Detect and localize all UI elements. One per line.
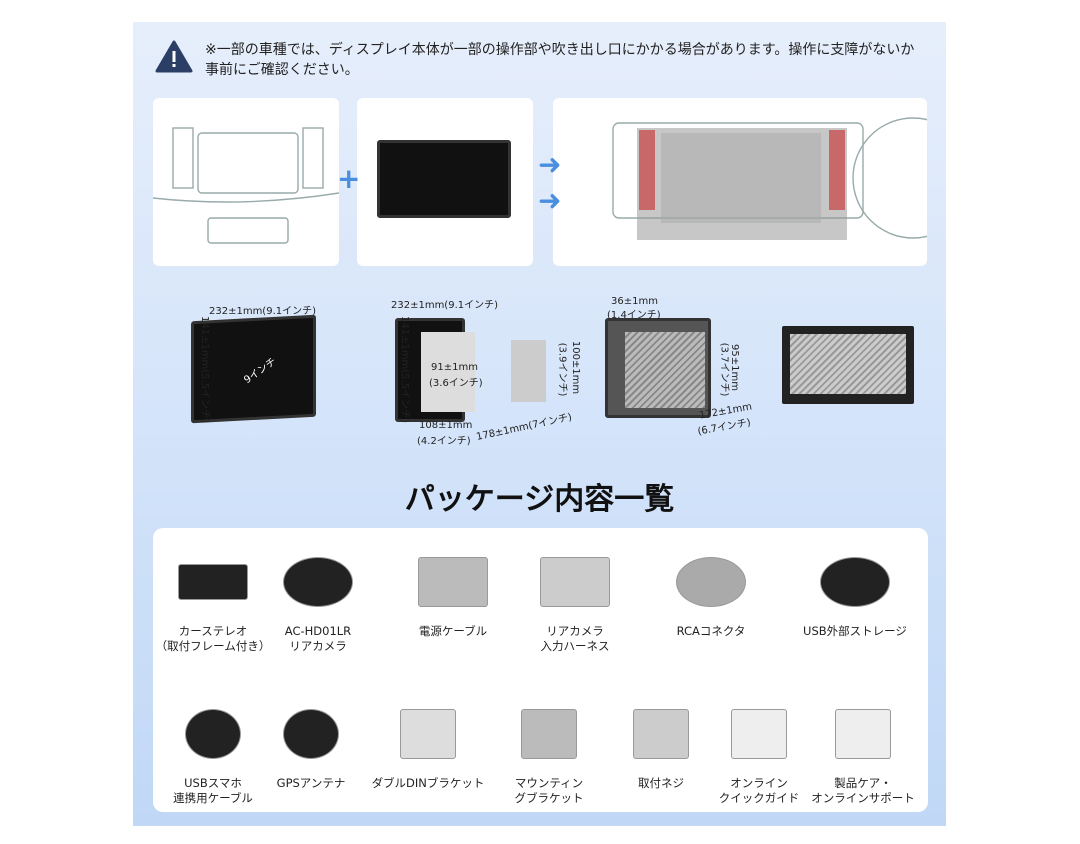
item-label-2: 連携用ケーブル	[173, 791, 253, 805]
product-infographic: ※一部の車種では、ディスプレイ本体が一部の操作部や吹き出し口にかかる場合がありま…	[133, 22, 946, 826]
front-width-label: 232±1mm(9.1インチ)	[209, 306, 317, 317]
camera-harness-image	[515, 548, 635, 616]
head-unit-photo	[357, 98, 533, 266]
plus-icon: +	[337, 162, 361, 195]
package-item-power-cable: 電源ケーブル	[393, 548, 513, 639]
package-item-car-stereo: カーステレオ（取付フレーム付き）	[153, 548, 273, 654]
warning-triangle-icon	[155, 40, 193, 73]
arrow-right-icon: ➜	[538, 184, 562, 217]
rca-connector-image	[651, 548, 771, 616]
dashboard-before	[153, 98, 339, 266]
notice: ※一部の車種では、ディスプレイ本体が一部の操作部や吹き出し口にかかる場合がありま…	[155, 40, 925, 80]
item-label: オンライン	[730, 776, 788, 790]
side-bottom-label: 108±1mm	[419, 420, 473, 431]
front-height-label: 141±1mm(5.5インチ)	[199, 315, 211, 424]
car-stereo-image	[153, 548, 273, 616]
care-support-image	[803, 700, 923, 768]
package-item-usb-storage: USB外部ストレージ	[795, 548, 915, 639]
mounting-bracket-image	[489, 700, 609, 768]
side-height-label: 141±1mm(5.5インチ)	[399, 315, 411, 424]
dashboard-after	[553, 98, 927, 266]
package-item-screws: 取付ネジ	[601, 700, 721, 791]
item-label: AC-HD01LR	[284, 624, 352, 638]
package-item-mounting-bracket: マウンティングブラケット	[489, 700, 609, 806]
side-depth-label-2: (3.9インチ)	[556, 342, 568, 397]
item-label: 取付ネジ	[638, 776, 684, 790]
rear-camera-image	[258, 548, 378, 616]
item-label: 製品ケア・	[834, 776, 892, 790]
side-inner-label: 91±1mm	[431, 362, 478, 373]
package-item-usb-cable: USBスマホ連携用ケーブル	[153, 700, 273, 806]
arrow-right-icon: ➜	[538, 148, 562, 181]
item-label-2: オンラインサポート	[811, 791, 915, 805]
gps-antenna-image	[251, 700, 371, 768]
dashboard-installed-illustration	[612, 117, 927, 240]
item-label-2: クイックガイド	[718, 791, 800, 805]
item-label: ダブルDINブラケット	[371, 776, 485, 790]
package-item-rca-connector: RCAコネクタ	[651, 548, 771, 639]
usb-cable-image	[153, 700, 273, 768]
side-width-label: 232±1mm(9.1インチ)	[391, 300, 499, 311]
back-top-label-2: (1.4インチ)	[607, 310, 661, 321]
usb-storage-image	[795, 548, 915, 616]
item-label-2: （取付フレーム付き）	[155, 639, 271, 653]
screws-image	[601, 700, 721, 768]
package-item-camera-harness: リアカメラ入力ハーネス	[515, 548, 635, 654]
side-depth-label: 100±1mm	[570, 340, 582, 395]
package-item-care-support: 製品ケア・オンラインサポート	[803, 700, 923, 806]
package-item-gps-antenna: GPSアンテナ	[251, 700, 371, 791]
package-item-quick-guide: オンラインクイックガイド	[699, 700, 819, 806]
item-label: カーステレオ	[178, 624, 248, 638]
item-label: USB外部ストレージ	[803, 624, 907, 638]
power-cable-image	[393, 548, 513, 616]
item-label: USBスマホ	[184, 776, 242, 790]
item-label: マウンティン	[514, 776, 584, 790]
item-label: RCAコネクタ	[676, 624, 746, 638]
side-bottom2-label: 178±1mm(7インチ)	[475, 411, 573, 443]
back-top-label: 36±1mm	[611, 296, 658, 307]
quick-guide-image	[699, 700, 819, 768]
item-label-2: リアカメラ	[289, 639, 347, 653]
back-right-label-2: (3.7インチ)	[718, 342, 730, 397]
item-label: 電源ケーブル	[418, 624, 488, 638]
item-label-2: グブラケット	[514, 791, 584, 805]
side-bottom-label-2: (4.2インチ)	[417, 436, 471, 447]
item-label: GPSアンテナ	[276, 776, 346, 790]
item-label: リアカメラ	[546, 624, 604, 638]
dashboard-illustration	[153, 127, 339, 244]
item-label-2: 入力ハーネス	[540, 639, 610, 653]
package-item-din-bracket: ダブルDINブラケット	[368, 700, 488, 791]
package-title: パッケージ内容一覧	[404, 482, 675, 517]
notice-text: ※一部の車種では、ディスプレイ本体が一部の操作部や吹き出し口にかかる場合がありま…	[205, 42, 915, 78]
back-view-photo	[782, 326, 914, 404]
din-bracket-image	[368, 700, 488, 768]
side-inner-label-2: (3.6インチ)	[429, 378, 483, 389]
